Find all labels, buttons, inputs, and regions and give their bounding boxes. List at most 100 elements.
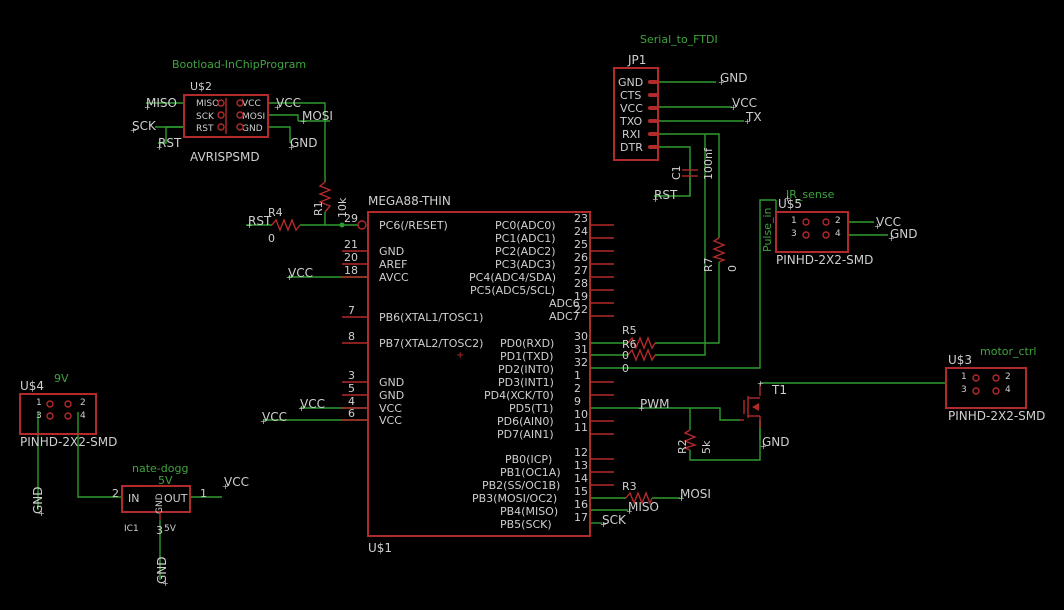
u1-rpin5-name: PC5(ADC5/SCL) [470,284,555,297]
u4-pin1: 1 [36,398,42,408]
capacitor-c1 [682,169,698,177]
ic1-pin-gnd: GND [155,493,165,514]
u1-left-pins: 29 PC6(/RESET) 21 GND 20 AREF 18 AVCC 7 … [342,212,483,427]
u3-pin4: 4 [1005,385,1011,395]
jp1-pin-gnd: GND [618,76,643,89]
r6-value: 0 [622,349,629,362]
net-mosi-top: MOSI [302,109,333,123]
svg-text:+: + [38,509,45,518]
u2-ref: U$2 [190,80,212,93]
svg-text:+: + [600,520,607,529]
svg-text:+: + [638,404,645,413]
u1-rpin21-name: PB5(SCK) [500,518,552,531]
u1-rpin17-name: PB1(OC1A) [500,466,561,479]
u1-rpin17-num: 13 [574,459,588,472]
u1-rpin20-num: 16 [574,498,588,511]
u1-value: MEGA88-THIN [368,194,451,208]
u1-rpin10-name: PD2(INT0) [498,363,554,376]
net-vcc-ir: VCC [876,215,901,229]
u2-pin-mosi: MOSI [242,112,265,122]
u1-rpin15-num: 11 [574,421,588,434]
net-pulse-in: Pulse_in [761,207,774,252]
u2-pin-sck: SCK [196,112,215,122]
u1-lpin6-name: GND [379,376,404,389]
u1-rpin3-num: 26 [574,251,588,264]
net-pwm: PWM [640,397,669,411]
u1-lpin2-name: AREF [379,258,407,271]
u1-lpin4-num: 7 [348,304,355,317]
r4-ref: R4 [268,206,283,219]
ir-sense-header: 1 2 3 4 [775,211,849,253]
u1-rpin15-name: PD7(AIN1) [497,428,554,441]
jp1-ref: JP1 [627,53,646,67]
u1-lpin9-name: VCC [379,414,402,427]
u1-rpin2-num: 25 [574,238,588,251]
svg-text:+: + [286,273,293,282]
u1-lpin8-name: VCC [379,402,402,415]
svg-text:+: + [144,103,151,112]
u1-ref: U$1 [368,541,392,555]
u1-rpin8-num: 30 [574,330,588,343]
net-gnd-ir: GND [890,227,918,241]
motor-ctrl-header: 1 2 3 4 [945,367,1027,409]
net-gnd-ftdi: GND [720,71,748,85]
u3-pin3: 3 [961,385,967,395]
svg-text:+: + [130,126,137,135]
u4-value: PINHD-2X2-SMD [20,435,117,449]
u1-lpin5-name: PB7(XTAL2/TOSC2) [379,337,483,350]
net-rst-ftdi: RST [654,188,678,202]
u5-pin1: 1 [791,216,797,226]
net-gnd-ic1: GND [155,556,169,584]
jp1-pin-dtr: DTR [620,141,643,154]
u1-rpin14-name: PD6(AIN0) [497,415,554,428]
net-miso-bottom: MISO [628,500,659,514]
net-vcc-avcc: VCC [288,266,313,280]
u1-lpin6-num: 3 [348,369,355,382]
u1-rpin0-name: PC0(ADC0) [495,219,556,232]
u4-pin4: 4 [80,411,86,421]
resistor-r6 [627,348,656,362]
u5-pin3: 3 [791,229,797,239]
jp1-pin-vcc: VCC [620,102,643,115]
u1-rpin8-name: PD0(RXD) [500,337,554,350]
resistor-r4 [271,218,301,232]
ic1-pin-n2: 2 [112,487,119,500]
u1-rpin16-name: PB0(ICP) [505,453,552,466]
u1-rpin1-num: 24 [574,225,588,238]
net-rst-top: RST [158,136,182,150]
u3-ref: U$3 [948,353,972,367]
jp1-net-label: Serial_to_FTDI [640,33,718,46]
svg-text:+: + [744,117,751,126]
net-tx-ftdi: TX [745,110,762,124]
u2-pin-miso: MISO [196,99,219,109]
svg-text:+: + [626,507,633,516]
u1-rpin5-num: 28 [574,277,588,290]
u1-rpin13-name: PD5(T1) [509,402,553,415]
u1-rpin11-num: 1 [574,369,581,382]
u3-net-label: motor_ctrl [980,345,1036,358]
r7-value: 0 [726,265,739,272]
u1-rpin3-name: PC3(ADC3) [495,258,556,271]
u1-lpin5-num: 8 [348,330,355,343]
u1-lpin8-num: 4 [348,395,355,408]
u1-lpin0-num: 29 [344,212,358,225]
svg-text:+: + [222,482,229,491]
svg-text:+: + [288,143,295,152]
net-gnd-t1: GND [762,435,790,449]
transistor-t1 [740,383,761,428]
mcu-mega88 [357,211,591,537]
svg-text:+: + [246,221,253,230]
u1-lpin1-num: 21 [344,238,358,251]
net-miso-top: MISO [146,96,177,110]
u2-pin-gnd: GND [242,124,263,134]
jp1-pin-rxi: RXI [622,128,640,141]
svg-text:+: + [300,117,307,126]
u5-ref: U$5 [778,197,802,211]
u1-lpin7-name: GND [379,389,404,402]
ic1-net-label: nate-dogg [132,462,188,475]
u1-lpin7-num: 5 [348,382,355,395]
u1-lpin2-num: 20 [344,251,358,264]
u1-rpin9-name: PD1(TXD) [500,350,553,363]
u1-rpin14-num: 10 [574,408,588,421]
